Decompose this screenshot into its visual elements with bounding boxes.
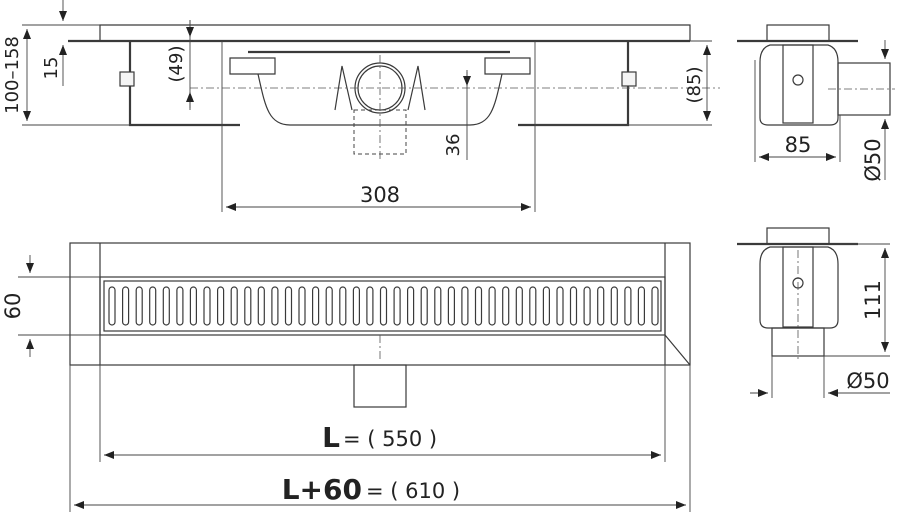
grate-slot bbox=[502, 286, 510, 326]
grate-slot bbox=[176, 286, 184, 326]
grate-slot bbox=[203, 286, 211, 326]
grate-slot bbox=[515, 286, 523, 326]
grate-slot bbox=[569, 286, 578, 326]
dim-85-width-label: 85 bbox=[785, 133, 812, 157]
grate-slot bbox=[610, 286, 618, 326]
grate-block bbox=[766, 24, 830, 42]
dim-15-label: 15 bbox=[41, 57, 62, 80]
grate-slot bbox=[352, 286, 360, 326]
grate-slot bbox=[366, 286, 374, 326]
dim-L-symbol: L bbox=[322, 421, 340, 454]
bracket-bolt bbox=[792, 74, 804, 86]
outlet-stub bbox=[353, 364, 407, 408]
grate-slot bbox=[447, 286, 455, 326]
channel-body bbox=[759, 44, 839, 126]
frame-edges bbox=[99, 243, 691, 366]
grate-slot bbox=[542, 286, 551, 326]
grate-slot bbox=[162, 286, 170, 326]
grate-slot bbox=[149, 286, 157, 326]
dim-111-label: 111 bbox=[861, 280, 885, 320]
end-view-side-outlet: 85 Ø50 bbox=[737, 24, 895, 182]
grate-slot bbox=[284, 286, 293, 326]
right-bolt bbox=[621, 71, 637, 87]
dim-85-label: (85) bbox=[684, 67, 705, 104]
grate-slot bbox=[217, 286, 225, 326]
grate-slot bbox=[583, 286, 591, 326]
dim-d50-label: Ø50 bbox=[861, 138, 885, 181]
grate bbox=[99, 276, 666, 336]
grate-slot bbox=[189, 286, 197, 326]
grate-slots bbox=[108, 286, 659, 326]
grate-slot bbox=[244, 286, 252, 326]
left-bolt bbox=[119, 71, 135, 87]
right-bracket bbox=[518, 41, 630, 127]
grate-slot bbox=[637, 286, 646, 326]
dim-L60-symbol: L+60 bbox=[282, 473, 362, 506]
grate-slot bbox=[407, 286, 415, 326]
grate-slot bbox=[434, 286, 442, 326]
dim-308-label: 308 bbox=[360, 183, 400, 207]
grate-slot bbox=[312, 286, 320, 326]
channel-lips bbox=[229, 57, 531, 75]
grate-slot bbox=[420, 286, 428, 326]
grate-inner bbox=[103, 280, 662, 332]
grate-slot bbox=[135, 286, 143, 326]
dim-36-label: 36 bbox=[443, 134, 464, 157]
grate-slot bbox=[339, 286, 347, 326]
grate-slot bbox=[393, 286, 401, 326]
dim-49-label: (49) bbox=[166, 46, 187, 83]
grate-slot bbox=[379, 286, 388, 326]
end-view-bottom-outlet: 111 Ø50 bbox=[737, 227, 890, 398]
dim-L-value: = ( 550 ) bbox=[343, 427, 437, 451]
grate-slot bbox=[651, 286, 659, 326]
side-outlet-pipe bbox=[837, 62, 891, 116]
grate-slot bbox=[597, 286, 605, 326]
grate-slot bbox=[271, 286, 279, 326]
top-flange bbox=[99, 24, 691, 41]
grate-slot bbox=[529, 286, 537, 326]
grate-slot bbox=[488, 286, 496, 326]
grate-slot bbox=[325, 286, 333, 326]
dim-60-label: 60 bbox=[1, 293, 25, 320]
grate-block bbox=[766, 227, 830, 245]
bracket-plate bbox=[782, 44, 814, 124]
grate-slot bbox=[624, 286, 632, 326]
grate-slot bbox=[461, 286, 469, 326]
channel-body bbox=[759, 246, 839, 329]
grate-slot bbox=[556, 286, 564, 326]
plan-view: 60 L = ( 550 ) L+60 = ( 610 ) bbox=[1, 242, 691, 512]
body-ribs bbox=[334, 65, 426, 111]
side-section-view: 308 100–158 15 (49) 36 (85) bbox=[2, 0, 720, 212]
dim-height-range-label: 100–158 bbox=[2, 36, 23, 114]
grate-slot bbox=[230, 286, 238, 326]
grate-slot bbox=[298, 286, 306, 326]
grate-slot bbox=[108, 286, 116, 326]
grate-slot bbox=[257, 286, 265, 326]
grate-slot bbox=[121, 286, 130, 326]
grate-slot bbox=[474, 286, 483, 326]
dim-d50-label: Ø50 bbox=[846, 369, 889, 393]
dim-L60-value: = ( 610 ) bbox=[366, 479, 460, 503]
bottom-outlet-pipe bbox=[771, 327, 825, 357]
